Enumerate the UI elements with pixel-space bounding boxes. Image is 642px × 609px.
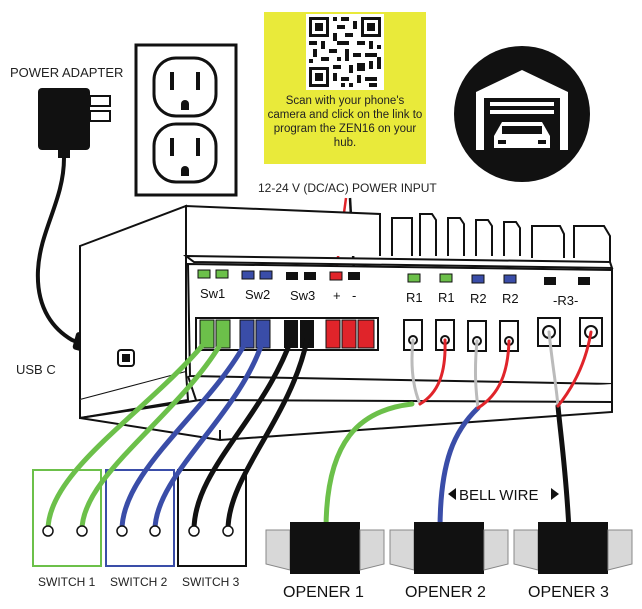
opener-2-unit [389,522,509,574]
power-input-label: 12-24 V (DC/AC) POWER INPUT [258,181,437,195]
bell-wire-label-group: BELL WIRE [448,487,559,504]
switch-wires [45,337,310,533]
terminal-labels: Sw1 Sw2 Sw3 + - R1 R1 R2 R2 -R3- [200,286,578,308]
terminal-label-sw2: Sw2 [245,287,270,302]
switch-2-label: SWITCH 2 [110,575,168,589]
switch-3-label: SWITCH 3 [182,575,240,589]
qr-code-icon [306,14,384,90]
opener-2-label: OPENER 2 [405,584,486,601]
arrow-right-icon [551,488,559,500]
switch-1-label: SWITCH 1 [38,575,96,589]
input-terminal-block [195,317,379,351]
switch-wire-ends [42,525,234,537]
power-adapter-icon [38,88,111,158]
garage-icon [454,46,590,182]
terminal-label-r2b: R2 [502,291,519,306]
arrow-left-icon [448,488,456,500]
switch-2-box [105,469,175,567]
terminal-label-r2a: R2 [470,291,487,306]
terminal-label-plus: + [333,288,341,303]
power-adapter-label: POWER ADAPTER [10,65,123,80]
qr-instructions: Scan with your phone's camera and click … [267,95,423,149]
terminal-label-minus: - [352,288,356,303]
terminal-label-sw1: Sw1 [200,286,225,301]
usb-cable [35,157,83,346]
switch-3-box [177,469,247,567]
opener-1-label: OPENER 1 [283,584,364,601]
opener-3-label: OPENER 3 [528,584,609,601]
terminal-label-r1b: R1 [438,290,455,305]
bell-wire-label: BELL WIRE [459,487,538,504]
outlet-icon [134,43,238,197]
terminal-label-r1a: R1 [406,290,423,305]
relay-wires [323,330,593,533]
terminal-color-markers [197,269,590,285]
terminal-label-r3: -R3- [553,293,578,308]
terminal-label-sw3: Sw3 [290,288,315,303]
usb-c-label: USB C [16,362,56,377]
opener-3-unit [513,522,633,574]
opener-1-unit [265,522,385,574]
